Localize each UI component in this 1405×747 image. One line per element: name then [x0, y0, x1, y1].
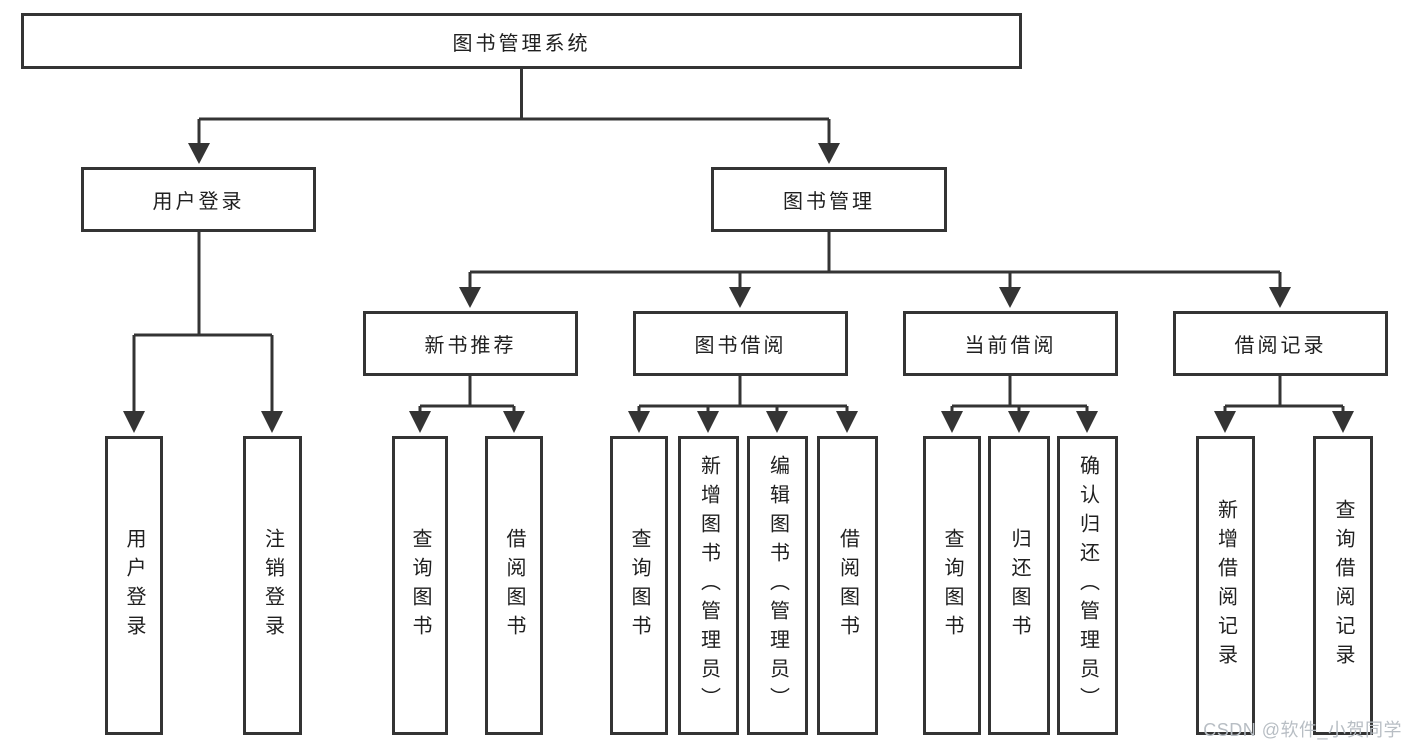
leaf-query-books-borrowing-label: 查询图书 — [628, 527, 650, 644]
node-user-login: 用户登录 — [81, 167, 316, 232]
leaf-query-books-current-label: 查询图书 — [941, 527, 963, 644]
connector-root-to-level2 — [188, 68, 840, 164]
connector-book-borrowing-to-leaves — [628, 376, 858, 433]
leaf-borrow-books-recommendation-label: 借阅图书 — [503, 527, 525, 644]
leaf-borrow-books-recommendation: 借阅图书 — [485, 436, 543, 735]
leaf-query-books-recommendation: 查询图书 — [392, 436, 448, 735]
leaf-logout: 注销登录 — [243, 436, 302, 735]
node-new-book-recommendation: 新书推荐 — [363, 311, 578, 376]
leaf-query-borrowing-record: 查询借阅记录 — [1313, 436, 1373, 735]
node-current-borrowing: 当前借阅 — [903, 311, 1118, 376]
leaf-return-books-label: 归还图书 — [1008, 527, 1030, 644]
node-book-borrowing: 图书借阅 — [633, 311, 848, 376]
connector-current-borrowing-to-leaves — [941, 376, 1098, 433]
connector-user-login-to-leaves — [123, 232, 283, 433]
leaf-add-borrowing-record: 新增借阅记录 — [1196, 436, 1255, 735]
leaf-query-books-recommendation-label: 查询图书 — [409, 527, 431, 644]
leaf-logout-label: 注销登录 — [261, 527, 284, 644]
leaf-confirm-return-admin: 确认归还（管理员） — [1057, 436, 1118, 735]
leaf-add-borrowing-record-label: 新增借阅记录 — [1214, 498, 1237, 673]
leaf-borrow-books-borrowing-label: 借阅图书 — [836, 527, 859, 644]
leaf-add-book-admin-label: 新增图书（管理员） — [697, 455, 720, 716]
connector-book-management-to-level3 — [459, 232, 1291, 308]
leaf-return-books: 归还图书 — [988, 436, 1050, 735]
node-library-system: 图书管理系统 — [21, 13, 1022, 69]
leaf-edit-book-admin-label: 编辑图书（管理员） — [766, 455, 789, 716]
connector-new-book-recommendation-to-leaves — [409, 376, 525, 433]
leaf-add-book-admin: 新增图书（管理员） — [678, 436, 739, 735]
leaf-query-borrowing-record-label: 查询借阅记录 — [1332, 498, 1354, 673]
leaf-edit-book-admin: 编辑图书（管理员） — [747, 436, 808, 735]
leaf-user-login-label: 用户登录 — [123, 527, 145, 644]
node-book-management: 图书管理 — [711, 167, 947, 232]
leaf-borrow-books-borrowing: 借阅图书 — [817, 436, 878, 735]
leaf-query-books-current: 查询图书 — [923, 436, 981, 735]
connector-borrowing-records-to-leaves — [1214, 376, 1354, 433]
leaf-confirm-return-admin-label: 确认归还（管理员） — [1076, 455, 1099, 716]
node-borrowing-records: 借阅记录 — [1173, 311, 1388, 376]
watermark: CSDN @软件_小贺同学 — [1203, 720, 1402, 740]
leaf-user-login: 用户登录 — [105, 436, 163, 735]
leaf-query-books-borrowing: 查询图书 — [610, 436, 668, 735]
